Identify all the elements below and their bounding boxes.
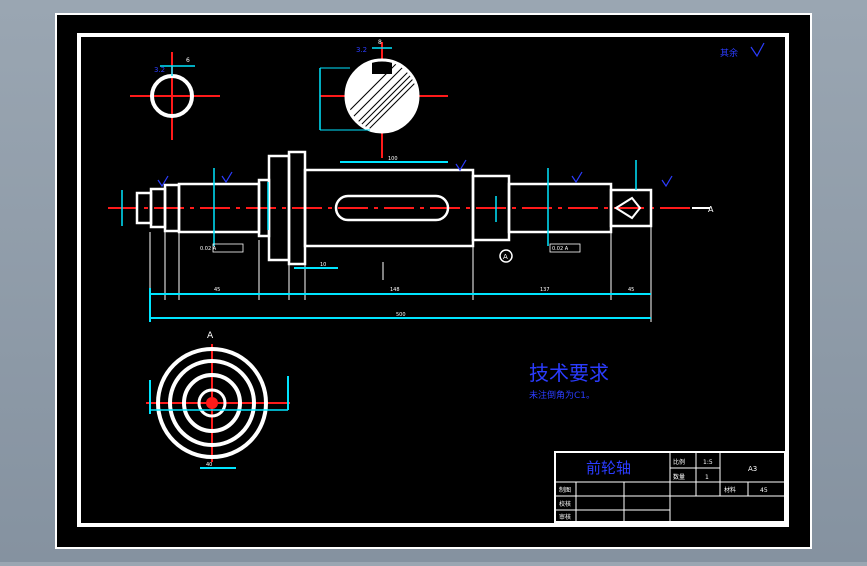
datum-symbol bbox=[499, 249, 513, 263]
segment-dim-4: 45 bbox=[628, 287, 634, 293]
svg-text:材料: 材料 bbox=[724, 486, 736, 494]
tolerance-frame-left bbox=[212, 243, 244, 253]
svg-text:校核: 校核 bbox=[559, 500, 571, 508]
base-width-dim: 40 bbox=[206, 462, 212, 468]
part-name: 前轮轴 bbox=[586, 459, 631, 477]
svg-text:制图: 制图 bbox=[559, 486, 571, 494]
keyway-slot bbox=[334, 194, 450, 222]
roughness-symbol-icon bbox=[750, 42, 765, 58]
svg-text:数量: 数量 bbox=[673, 473, 685, 481]
keyway-length-dim: 100 bbox=[388, 156, 398, 162]
segment-dim-3: 137 bbox=[540, 287, 550, 293]
end-view-a: A 40 bbox=[146, 331, 290, 469]
end-view-label: A bbox=[207, 331, 214, 341]
tech-requirements-note: 未注倒角为C1。 bbox=[529, 389, 595, 401]
datum-label: A bbox=[503, 253, 508, 261]
surface-finish-note: 其余 bbox=[720, 42, 765, 59]
overall-length-dim: 500 bbox=[396, 312, 406, 318]
view-arrow-label: A bbox=[708, 205, 714, 214]
svg-text:比例: 比例 bbox=[673, 458, 685, 466]
section-small-roughness: 3.2 bbox=[154, 66, 165, 74]
collar-width-dim: 10 bbox=[320, 262, 326, 268]
tolerance-frame-right bbox=[549, 243, 581, 253]
svg-text:45: 45 bbox=[760, 487, 768, 494]
sheet-inner-frame bbox=[77, 33, 789, 527]
svg-text:审核: 审核 bbox=[559, 513, 571, 521]
sheet-outer-border bbox=[55, 13, 812, 549]
svg-text:1: 1 bbox=[705, 474, 709, 481]
section-view-large: 8 3.2 bbox=[319, 39, 448, 158]
segment-dim-1: 45 bbox=[214, 287, 220, 293]
tech-requirements: 技术要求 未注倒角为C1。 bbox=[529, 361, 609, 401]
shaft-front-view: A 500 45 148 137 45 100 10 bbox=[108, 150, 714, 322]
tolerance-right: 0.02 A bbox=[552, 246, 569, 252]
title-block: 前轮轴 比例 1:5 数量 1 A3 材料 45 制图 校核 审核 bbox=[554, 451, 786, 523]
svg-text:A3: A3 bbox=[748, 465, 757, 473]
svg-text:其余: 其余 bbox=[720, 47, 738, 59]
section-large-roughness: 3.2 bbox=[356, 46, 367, 54]
svg-text:1:5: 1:5 bbox=[703, 459, 713, 466]
tech-requirements-heading: 技术要求 bbox=[529, 361, 609, 385]
roughness-marks bbox=[157, 159, 673, 188]
tolerance-left: 0.02 A bbox=[200, 246, 217, 252]
section-large-dim: 8 bbox=[378, 39, 382, 46]
section-view-small: 6 3.2 bbox=[130, 52, 220, 140]
section-small-dim: 6 bbox=[186, 57, 190, 64]
segment-dim-2: 148 bbox=[390, 287, 400, 293]
